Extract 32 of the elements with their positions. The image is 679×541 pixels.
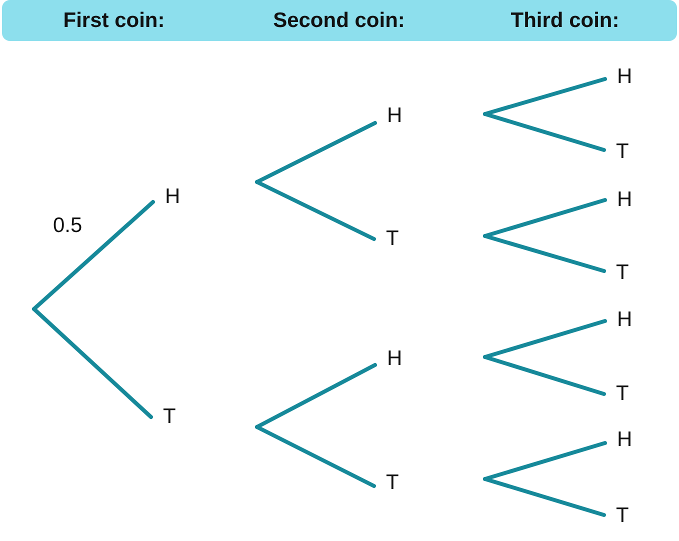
branch-line bbox=[255, 363, 377, 429]
branch-line bbox=[255, 425, 376, 488]
outcome-label: H bbox=[155, 184, 180, 208]
outcome-label: H bbox=[377, 347, 402, 371]
outcome-label: T bbox=[606, 382, 629, 406]
outcome-label: T bbox=[376, 227, 399, 251]
branch-line bbox=[32, 200, 155, 311]
header-band bbox=[2, 0, 677, 41]
outcome-label: H bbox=[607, 308, 632, 332]
branch-line bbox=[483, 355, 606, 396]
outcome-label: T bbox=[606, 504, 629, 528]
outcome-label: T bbox=[606, 261, 629, 285]
outcome-label: H bbox=[607, 64, 632, 88]
branch-line bbox=[483, 77, 607, 116]
outcome-label: H bbox=[607, 188, 632, 212]
branch-line bbox=[483, 234, 606, 273]
branch-line bbox=[255, 121, 377, 184]
column-heading: First coin: bbox=[63, 8, 165, 33]
outcome-label: T bbox=[606, 140, 629, 164]
branch-line bbox=[483, 198, 607, 238]
branch-line bbox=[483, 477, 606, 517]
outcome-label: H bbox=[377, 104, 402, 128]
branch-line bbox=[32, 307, 153, 419]
outcome-label: H bbox=[607, 428, 632, 452]
column-heading: Second coin: bbox=[273, 8, 405, 33]
branch-line bbox=[483, 112, 606, 152]
outcome-label: T bbox=[153, 404, 176, 428]
outcome-label: T bbox=[376, 471, 399, 495]
column-heading: Third coin: bbox=[510, 8, 620, 33]
branch-line bbox=[483, 319, 607, 359]
branch-line bbox=[483, 441, 607, 481]
branch-line bbox=[255, 180, 376, 241]
